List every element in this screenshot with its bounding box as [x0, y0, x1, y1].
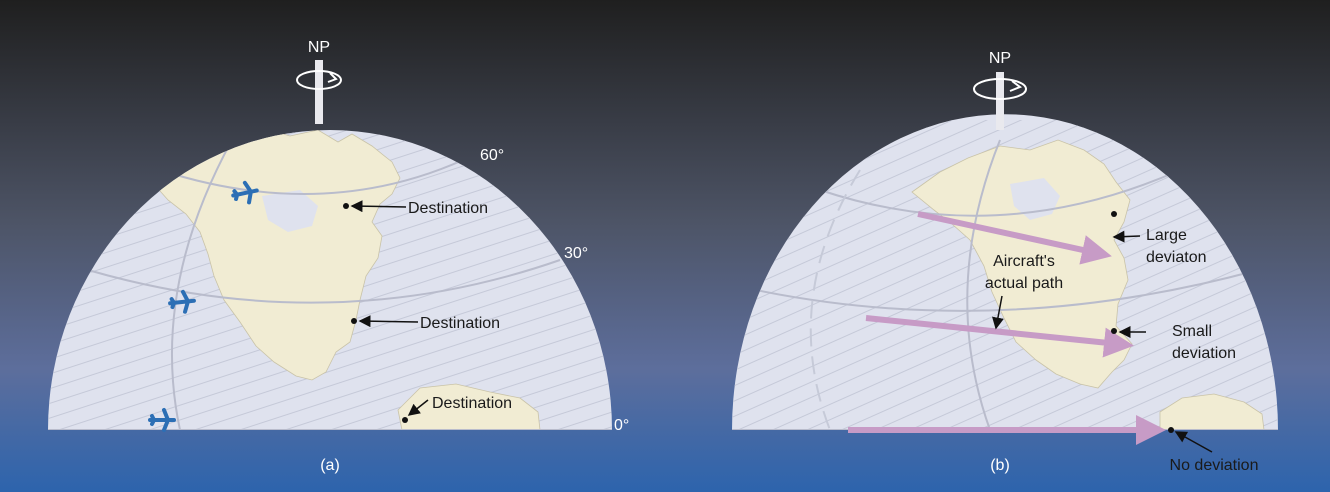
actual-path-line1: Aircraft's — [993, 253, 1055, 270]
path-arrow-mid — [865, 315, 1134, 358]
path-arrow-high — [917, 211, 1112, 265]
airplane-icon — [148, 408, 176, 432]
lat-0-label: 0° — [614, 417, 629, 434]
large-deviation-line2: deviaton — [1146, 249, 1207, 266]
lat-30-label: 30° — [564, 245, 588, 262]
large-deviation-line1: Large — [1146, 227, 1187, 244]
destination-label-2: Destination — [420, 315, 500, 332]
rotation-arrow-b — [973, 78, 1027, 100]
small-deviation-line1: Small — [1172, 323, 1212, 340]
pole-label-a: NP — [308, 39, 330, 56]
rotation-arrow-a — [296, 70, 342, 90]
landmass-a — [151, 130, 401, 381]
caption-a: (a) — [320, 457, 340, 474]
small-deviation-line2: deviation — [1172, 345, 1236, 362]
airplane-icon — [168, 289, 196, 314]
destination-dot — [351, 318, 357, 324]
destination-label-3: Destination — [432, 395, 512, 412]
destination-dot — [343, 203, 349, 209]
no-deviation-label: No deviation — [1170, 457, 1259, 474]
panel-a: NP 60° 30° 0° Destination Destination De… — [48, 39, 629, 474]
destination-dot — [1111, 211, 1117, 217]
destination-dot — [1111, 328, 1117, 334]
pole-a — [315, 60, 323, 124]
destination-label-1: Destination — [408, 200, 488, 217]
caption-b: (b) — [990, 457, 1010, 474]
airplane-icon — [231, 180, 259, 205]
pole-b — [996, 72, 1004, 130]
landmass-b — [911, 139, 1133, 389]
actual-path-line2: actual path — [985, 275, 1063, 292]
pole-label-b: NP — [989, 50, 1011, 67]
destination-dot — [402, 417, 408, 423]
destination-dot — [1168, 427, 1174, 433]
lat-60-label: 60° — [480, 147, 504, 164]
